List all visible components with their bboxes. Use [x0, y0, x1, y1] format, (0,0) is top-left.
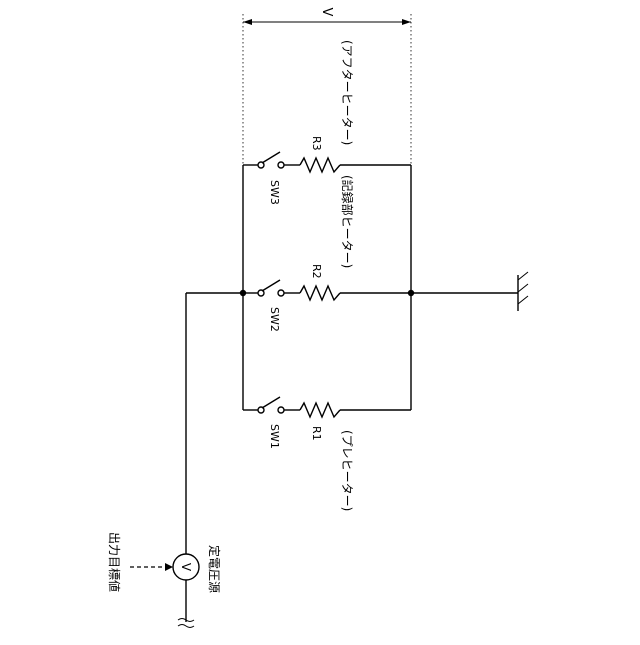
branch-sw2-r2: [243, 280, 411, 300]
heater-network: [240, 152, 414, 417]
r2-label: R2: [310, 264, 323, 279]
r1-resistor: [300, 403, 340, 417]
sw2-contact-b: [278, 290, 284, 296]
sw3-label: SW3: [268, 180, 281, 205]
after-heater-label: (アフターヒーター): [340, 40, 354, 145]
voltage-source: V 定電圧源 出力目標値: [107, 293, 243, 628]
r1-label: R1: [310, 426, 323, 441]
dimension-arrow-left: [243, 19, 252, 25]
heater-labels: (アフターヒーター) (記録部ヒーター) (プレヒーター): [340, 40, 355, 511]
ground-hatch-1: [518, 272, 528, 280]
dimension-arrow-right: [402, 19, 411, 25]
r3-label: R3: [310, 136, 323, 151]
sw3-blade: [262, 152, 280, 163]
sw1-label: SW1: [268, 424, 281, 449]
sw3-contact-b: [278, 162, 284, 168]
ground-hatch-3: [518, 296, 528, 304]
ground-hatch-2: [518, 284, 528, 292]
branch-sw1-r1: [243, 397, 411, 417]
sw2-label: SW2: [268, 307, 281, 332]
r2-resistor: [300, 286, 340, 300]
control-signal-arrow: [165, 563, 173, 571]
branch-sw3-r3: [243, 152, 411, 172]
ground-symbol: [411, 272, 528, 311]
pre-heater-label: (プレヒーター): [340, 430, 354, 511]
voltage-label: V: [319, 8, 334, 17]
source-break-mark: [178, 619, 194, 628]
voltage-source-label: 定電圧源: [207, 545, 222, 593]
r3-resistor: [300, 158, 340, 172]
voltage-source-symbol: V: [179, 563, 193, 572]
sw1-contact-b: [278, 407, 284, 413]
recording-heater-label: (記録部ヒーター): [340, 175, 355, 268]
sw2-blade: [262, 280, 280, 291]
voltage-dimension: V: [243, 8, 411, 165]
output-target-label: 出力目標値: [107, 532, 122, 592]
sw1-blade: [262, 397, 280, 408]
